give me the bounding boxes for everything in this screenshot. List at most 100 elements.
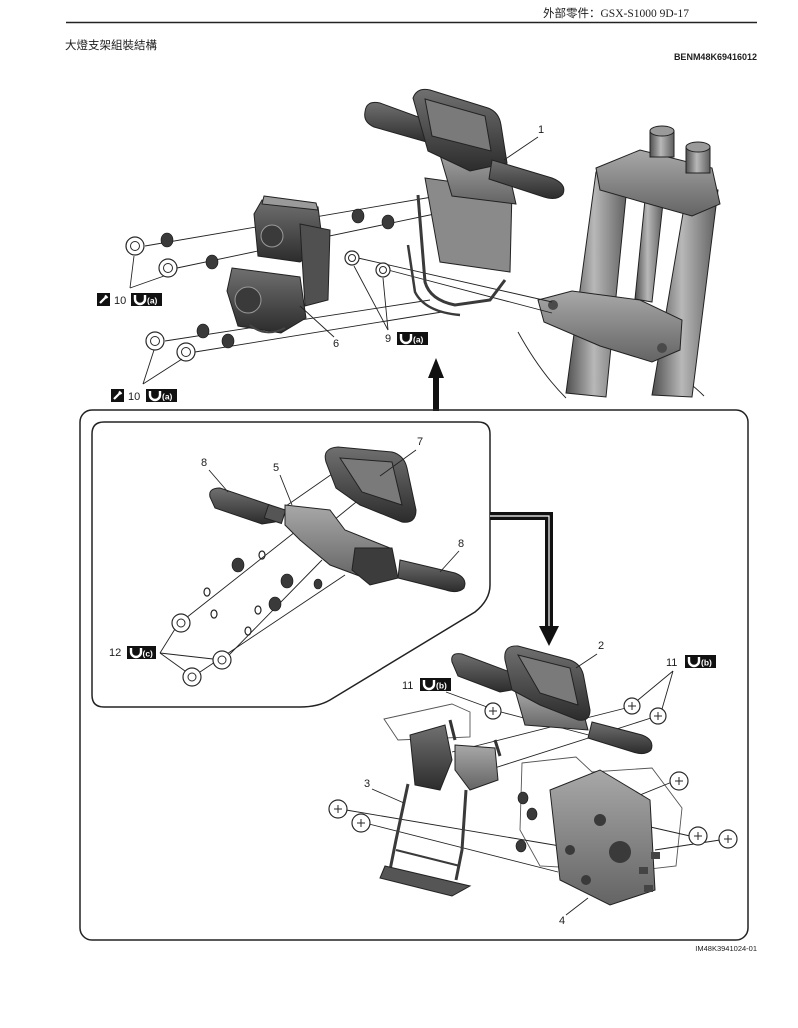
torque-wrench-icon: (a) xyxy=(397,332,428,345)
bracket-right-mount xyxy=(454,744,499,791)
page-title: 大燈支架組裝結構 xyxy=(65,38,157,52)
bolt-axis-line xyxy=(345,809,561,847)
leader-line xyxy=(159,652,186,672)
leader-line xyxy=(353,265,389,331)
lower-diagram: 2 11 (b) 11 (b) 3 4 xyxy=(328,640,738,927)
screw-cross xyxy=(724,835,732,843)
left-handlebar-grip xyxy=(451,653,513,693)
mount-collar xyxy=(381,214,395,230)
leader-line xyxy=(575,653,598,669)
bolt-axis-line xyxy=(285,473,333,507)
headlight-bracket xyxy=(379,719,502,897)
leader-line xyxy=(637,670,674,701)
bolt-socket xyxy=(181,347,191,357)
screw-cross xyxy=(357,819,365,827)
screw-cross xyxy=(694,832,702,840)
leader-line xyxy=(142,358,183,385)
leader-line xyxy=(661,670,674,710)
bolt-head xyxy=(176,342,196,362)
bolt-head xyxy=(158,258,178,278)
o-ring xyxy=(244,626,252,636)
o-ring xyxy=(203,587,211,597)
torque-wrench-icon: (a) xyxy=(146,389,177,402)
bolt-socket xyxy=(176,618,186,628)
torque-mark-label: (b) xyxy=(701,658,712,668)
right-handlebar-grip xyxy=(397,559,466,593)
callout-11-left: 11 xyxy=(402,680,413,692)
bolt-axis-line xyxy=(357,257,553,303)
bracket-lower-mount xyxy=(379,865,472,897)
mount-collar xyxy=(280,573,294,589)
mount-collar xyxy=(515,839,527,853)
leader-line xyxy=(142,349,155,385)
bolt-socket xyxy=(150,336,160,346)
callout-11-right: 11 xyxy=(666,657,677,669)
screw-cross xyxy=(334,805,342,813)
bracket-upper-mount xyxy=(409,724,453,791)
mount-collar xyxy=(517,791,529,805)
bolt-head xyxy=(212,650,232,670)
document-code: BENM48K69416012 xyxy=(674,52,757,62)
lower-fasteners xyxy=(328,697,738,849)
bolt-socket xyxy=(187,672,197,682)
callout-3: 3 xyxy=(364,778,370,790)
lower-callouts: 2 11 (b) 11 (b) 3 4 xyxy=(364,640,716,927)
arrow-icon xyxy=(428,358,444,411)
leader-line xyxy=(159,652,214,660)
meter-face xyxy=(516,654,579,706)
leader-line xyxy=(565,897,589,916)
right-handlebar-grip xyxy=(587,721,653,755)
lower-triple-clamp xyxy=(537,290,683,363)
upper-callouts: 1 6 10 (a) 9 (a) xyxy=(97,124,544,403)
lower-assembly-lines xyxy=(345,707,721,873)
callout-4: 4 xyxy=(559,915,565,927)
torque-mark-label: (c) xyxy=(143,649,154,659)
steering-stem xyxy=(634,199,664,303)
headlight-wire-harness xyxy=(249,324,286,334)
headlight-lower-module xyxy=(226,267,307,334)
nut xyxy=(639,867,648,874)
plate-hole xyxy=(594,814,606,826)
bolt-socket xyxy=(130,241,140,251)
bolt-head xyxy=(145,331,165,351)
thread-lock-icon xyxy=(111,389,124,402)
torque-mark-label: (a) xyxy=(147,296,158,306)
bolt-axis-line xyxy=(645,825,691,837)
upper-fasteners xyxy=(125,232,391,362)
leader-line xyxy=(299,305,335,338)
bolt-axis-line xyxy=(481,717,652,773)
mount-collar xyxy=(351,208,365,224)
bracket-cage-lower xyxy=(406,244,461,317)
bolt-axis-line xyxy=(654,839,721,851)
leader-line xyxy=(371,788,405,804)
bolt-cross xyxy=(628,702,636,710)
torque-icon-glyph xyxy=(129,648,143,659)
mount-collar xyxy=(268,596,282,612)
torque-wrench-icon: (b) xyxy=(685,655,716,668)
bolt-axis-line xyxy=(387,269,553,314)
right-grip-clamp xyxy=(351,547,399,586)
construction-outline xyxy=(383,703,471,741)
right-handlebar-grip xyxy=(488,159,565,199)
bolt-axis-line xyxy=(194,311,443,353)
bracket-cage xyxy=(416,194,507,307)
o-ring xyxy=(210,609,218,619)
mount-collar xyxy=(526,807,538,821)
meter-mount-plate xyxy=(515,769,660,906)
callout-2: 2 xyxy=(598,640,604,652)
thread-lock-icon xyxy=(97,293,110,306)
thread-lock-icon-glyph xyxy=(99,294,109,304)
arrow-icon-head xyxy=(539,626,559,646)
bolt-socket xyxy=(348,254,356,262)
thread-lock-icon-glyph xyxy=(113,390,123,400)
headlight-upper-cover xyxy=(261,195,319,211)
bolt-head xyxy=(182,667,202,687)
leader-line xyxy=(129,275,165,289)
bracket-rod xyxy=(395,849,461,867)
plate-hole xyxy=(581,875,591,885)
bolt-socket xyxy=(163,263,173,273)
torque-icon-glyph xyxy=(133,295,147,306)
bracket-pin xyxy=(493,739,502,757)
headlight-assembly xyxy=(226,195,331,334)
